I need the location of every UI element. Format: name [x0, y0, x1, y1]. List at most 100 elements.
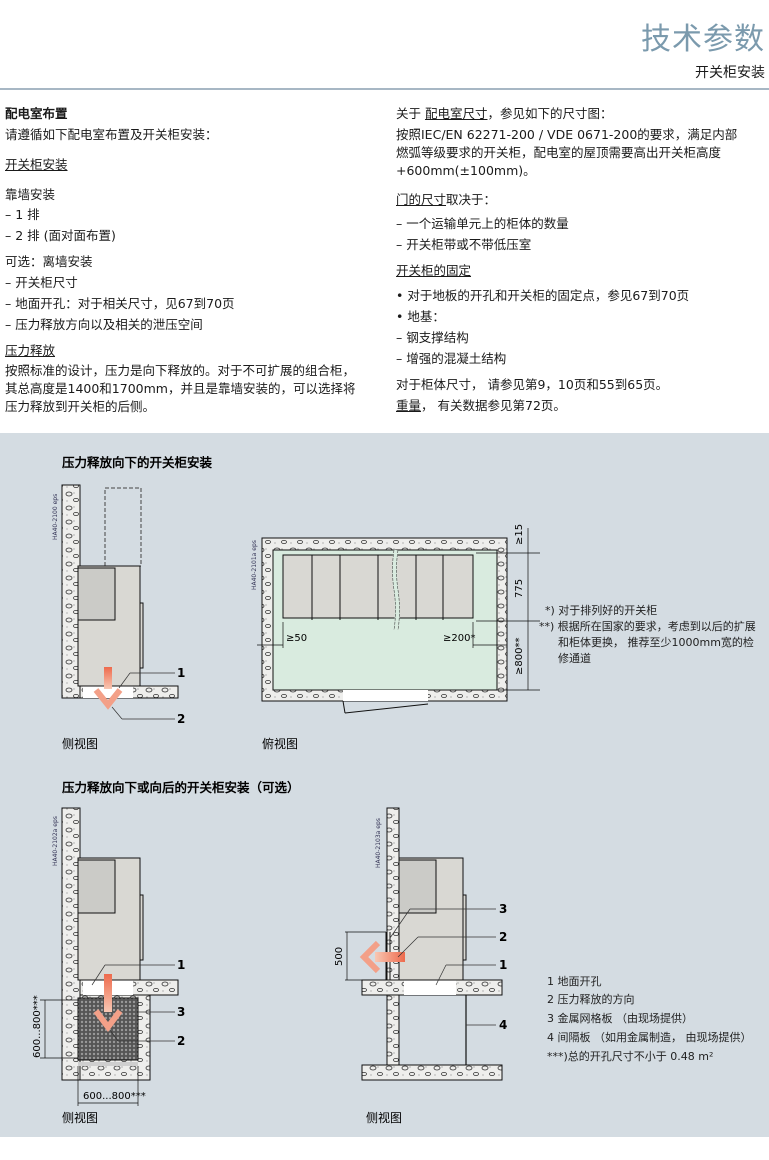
door-line: 门的尺寸取决于：	[396, 192, 496, 208]
room-suffix: ，参见如下的尺寸图：	[487, 106, 613, 121]
door-size-link: 门的尺寸	[396, 192, 447, 207]
file-id: HA40-2103a eps	[375, 818, 382, 868]
side-view-caption: 侧视图	[62, 736, 98, 751]
list-item: – 钢支撑结构	[396, 330, 469, 345]
diagram-shape	[389, 908, 411, 939]
pressure-arrow-icon	[375, 952, 405, 962]
dims-text: 对于柜体尺寸， 请参见第9，10页和55到65页。	[396, 377, 669, 392]
page-title: 技术参数	[641, 22, 765, 57]
dashed-lv-compartment	[104, 487, 142, 567]
weight-line: 重量， 有关数据参见第72页。	[396, 398, 566, 414]
diagram-shape	[342, 700, 346, 714]
list-item: – 开关柜尺寸	[5, 275, 78, 290]
room-size-line: 关于 配电室尺寸，参见如下的尺寸图：	[396, 106, 613, 122]
list-item: – 一个运输单元上的柜体的数量	[396, 216, 569, 231]
file-id: HA40-2101a eps	[251, 540, 258, 590]
callout-3: 3	[499, 902, 507, 916]
diagram-shape	[404, 980, 456, 995]
diagram-shape	[93, 688, 123, 710]
diagram-shape	[77, 567, 116, 621]
list-item: – 地面开孔：对于相关尺寸，见67到70页	[5, 296, 235, 311]
diagram-shape	[139, 894, 144, 961]
diagram-shape	[78, 1062, 138, 1066]
list-item: – 增强的混凝土结构	[396, 351, 507, 366]
diagram-shape	[109, 1029, 119, 1042]
top-view-caption: 俯视图	[262, 736, 298, 751]
list-item: – 2 排 (面对面布置)	[5, 228, 116, 243]
side-view-diagram-1: 1 2 HA40-2100 eps 侧视图	[52, 484, 185, 751]
file-id: HA40-2100 eps	[52, 494, 59, 540]
diagram-shape	[462, 894, 467, 961]
footnote: **) 根据所在国家的要求，考虑到以后的扩展	[539, 620, 756, 633]
pressure-heading: 压力释放	[5, 343, 56, 358]
pressure-arrow-icon	[104, 974, 112, 1012]
callout-2: 2	[177, 712, 185, 726]
room-text: +600mm(±100mm)。	[396, 163, 536, 178]
side-view-caption: 侧视图	[366, 1110, 402, 1125]
legend-item: 4 间隔板 （如用金属制造， 由现场提供）	[547, 1031, 752, 1044]
diagram-shape	[118, 672, 131, 689]
diagram-shape	[359, 940, 381, 974]
callout-1: 1	[177, 666, 185, 680]
pressure-text: 按照标准的设计，压力是向下释放的。对于不可扩展的组合柜，	[5, 363, 356, 378]
dim-200: ≥200*	[443, 633, 475, 644]
callout-2: 2	[177, 1034, 185, 1048]
pressure-text: 压力释放到开关柜的后侧。	[5, 399, 156, 414]
callout-2: 2	[499, 930, 507, 944]
dim-15: ≥15	[514, 524, 525, 545]
legend-item: 3 金属网格板 （由现场提供）	[547, 1012, 693, 1025]
callout-1: 1	[499, 958, 507, 972]
top-view-diagram: ≥15 775 ≥800** ≥50 ≥200* HA40-2101a eps …	[251, 524, 540, 751]
footnote: *) 对于排列好的开关柜	[545, 604, 658, 617]
room-layout-heading: 配电室布置	[5, 106, 68, 121]
dim-800: ≥800**	[514, 638, 525, 675]
diagram-shape	[77, 859, 116, 914]
dim-600-800: 600...800***	[83, 1091, 146, 1102]
door-opening	[343, 690, 428, 701]
legend-item: 1 地面开孔	[547, 975, 602, 988]
list-item: – 1 排	[5, 207, 40, 222]
diagram-shape	[93, 1009, 123, 1032]
side-view-caption: 侧视图	[62, 1110, 98, 1125]
diagram-shape	[392, 549, 400, 631]
diagram-shape	[91, 964, 106, 986]
callout-3: 3	[177, 1005, 185, 1019]
install-heading: 开关柜安装	[5, 157, 68, 172]
diagram-shape	[61, 484, 81, 699]
fix-heading: 开关柜的固定	[396, 263, 472, 278]
section2-title: 压力释放向下或向后的开关柜安装（可选）	[62, 780, 300, 795]
diagram-shape	[344, 703, 429, 714]
intro-text: 请遵循如下配电室布置及开关柜安装：	[5, 127, 218, 142]
pressure-text: 其总高度是1400和1700mm，并且是靠墙安装的，可以选择将	[5, 381, 356, 396]
footnote: 和柜体更换， 推荐至少1000mm宽的检	[558, 636, 754, 649]
diagram-shape	[361, 1064, 503, 1081]
callout-4: 4	[499, 1018, 507, 1032]
weight-suffix: ， 有关数据参见第72页。	[421, 398, 566, 413]
dim-50: ≥50	[286, 633, 307, 644]
footnote: 修通道	[558, 652, 591, 665]
diagram-shape	[435, 964, 447, 986]
room-prefix: 关于	[396, 106, 425, 121]
header-divider	[0, 88, 769, 90]
side-view-diagram-2: 1 3 2 600...800*** 600...800*** HA40-210…	[32, 807, 185, 1125]
side-view-diagram-3: 3 2 1 4 500 HA40-2103a eps 侧视图	[334, 807, 507, 1125]
door-suffix: 取决于：	[446, 192, 497, 207]
list-item: – 压力释放方向以及相关的泄压空间	[5, 317, 203, 332]
optional-label: 可选：离墙安装	[5, 254, 93, 269]
list-item: • 对于地板的开孔和开关柜的固定点，参见67到70页	[396, 288, 690, 303]
legend-item: 2 压力释放的方向	[547, 993, 635, 1006]
dim-600-800-vertical: 600...800***	[32, 995, 43, 1058]
section1-title: 压力释放向下的开关柜安装	[62, 455, 213, 470]
room-text: 燃弧等级要求的开关柜，配电室的屋顶需要高出开关柜高度	[396, 145, 722, 160]
diagram-shape	[61, 807, 81, 1081]
page-subtitle: 开关柜安装	[695, 65, 765, 81]
file-id: HA40-2102a eps	[52, 816, 59, 866]
pressure-arrow-icon	[104, 667, 112, 689]
diagram-shape	[386, 994, 400, 1066]
diagram-shape	[139, 602, 144, 669]
floor-opening	[83, 686, 133, 698]
weight-link: 重量	[396, 398, 422, 413]
list-item: • 地基：	[396, 309, 445, 324]
dim-500: 500	[334, 947, 345, 966]
